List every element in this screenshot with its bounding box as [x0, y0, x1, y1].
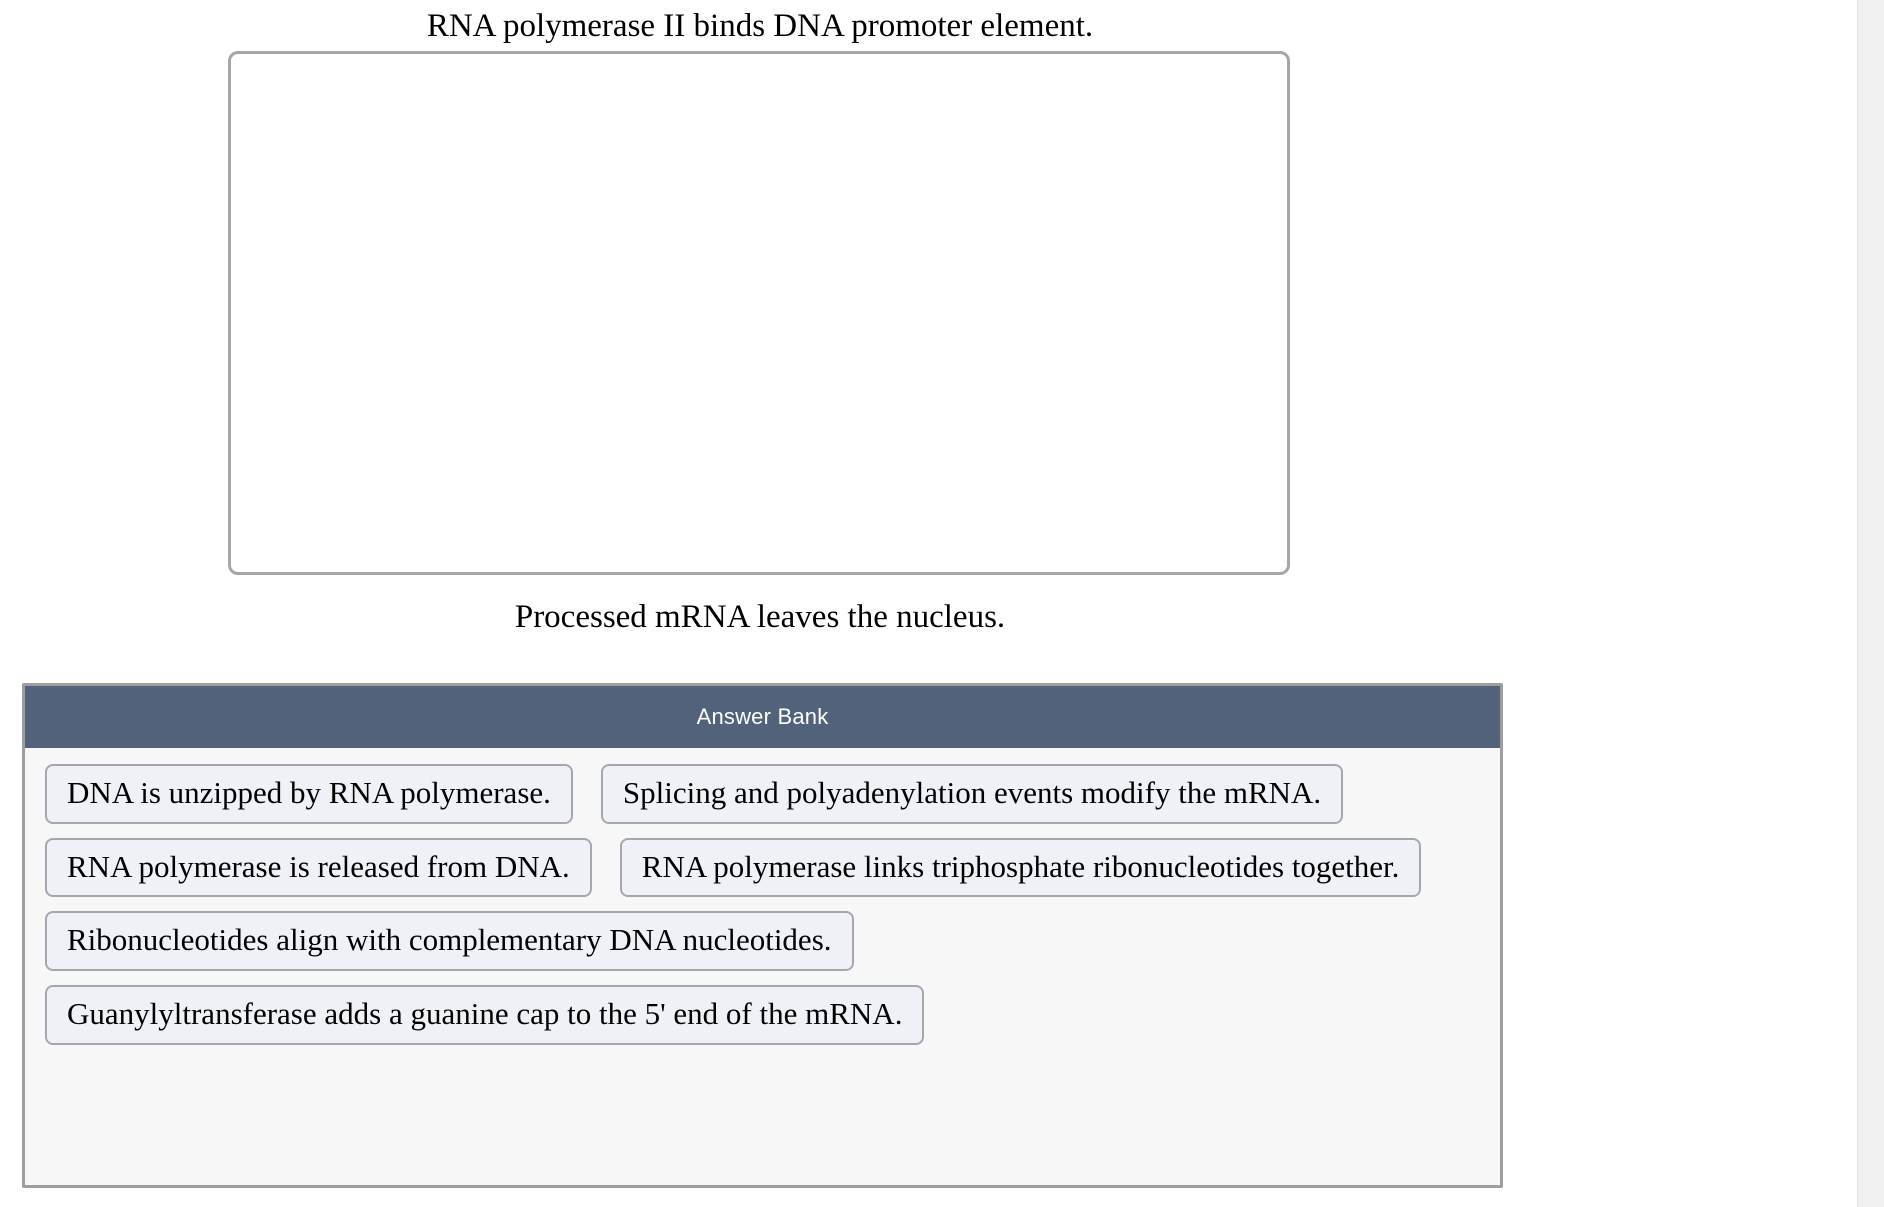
answer-bank-panel: Answer Bank DNA is unzipped by RNA polym… [22, 683, 1503, 1188]
answer-chip[interactable]: Guanylyltransferase adds a guanine cap t… [45, 984, 925, 1045]
prompt-text-bottom: Processed mRNA leaves the nucleus. [514, 599, 1006, 635]
answer-chip[interactable]: Splicing and polyadenylation events modi… [600, 764, 1344, 824]
answer-chip[interactable]: RNA polymerase is released from DNA. [45, 837, 592, 898]
answer-bank-header: Answer Bank [25, 686, 1500, 748]
answer-chip-row: Ribonucleotides align with complementary… [45, 911, 1480, 971]
answer-bank-body: DNA is unzipped by RNA polymerase. Splic… [25, 748, 1500, 1079]
answer-chip-row: RNA polymerase is released from DNA. RNA… [45, 837, 1480, 898]
answer-bank-title: Answer Bank [696, 704, 829, 729]
answer-chip[interactable]: DNA is unzipped by RNA polymerase. [45, 764, 573, 824]
answer-chip-row: DNA is unzipped by RNA polymerase. Splic… [45, 764, 1480, 824]
page-scrollbar[interactable] [1857, 0, 1884, 1207]
prompt-text-top: RNA polymerase II binds DNA promoter ele… [426, 8, 1094, 44]
answer-chip[interactable]: Ribonucleotides align with complementary… [45, 911, 854, 971]
answer-dropzone[interactable] [228, 51, 1290, 575]
answer-chip[interactable]: RNA polymerase links triphosphate ribonu… [619, 837, 1422, 898]
answer-chip-row: Guanylyltransferase adds a guanine cap t… [45, 984, 1480, 1045]
